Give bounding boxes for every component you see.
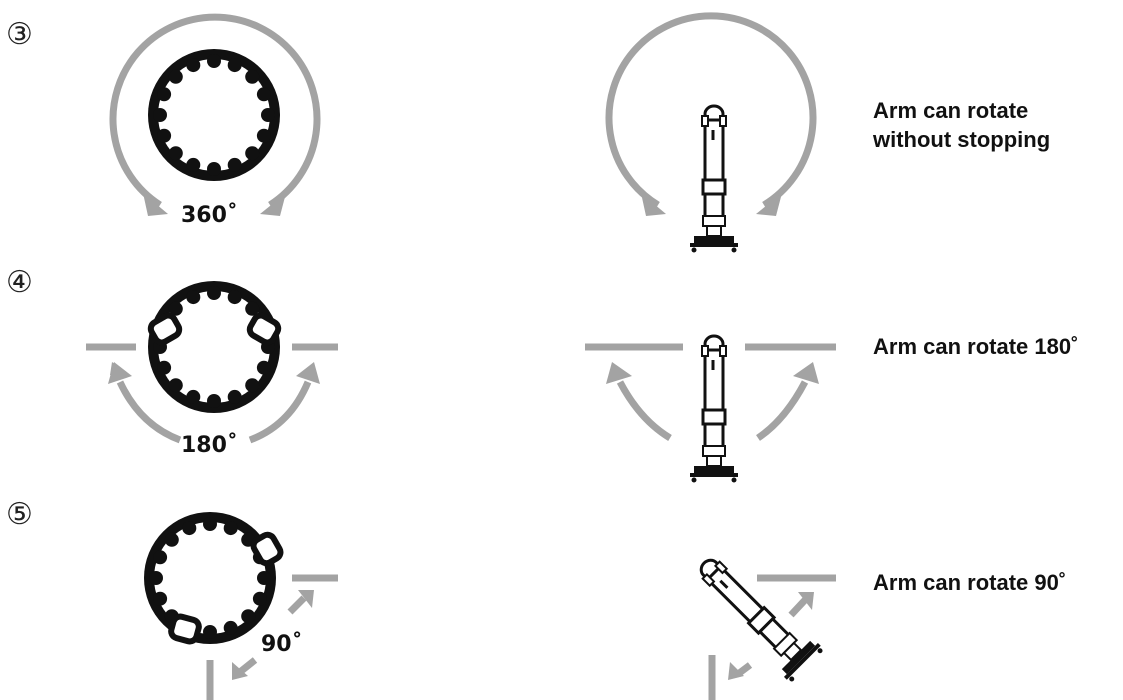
ring-90 bbox=[144, 512, 284, 645]
angle-label-360: 360˚ bbox=[181, 203, 238, 228]
step-marker-5: ⑤ bbox=[6, 497, 33, 532]
arrow-arc-360-arm bbox=[605, 12, 817, 208]
lamp-arm-upright bbox=[688, 104, 740, 254]
step-marker-3: ③ bbox=[6, 17, 33, 52]
lamp-arm-180 bbox=[688, 334, 740, 484]
lamp-arm-tilted bbox=[685, 544, 827, 686]
description-360: Arm can rotate without stopping bbox=[873, 98, 1051, 152]
ring-180 bbox=[147, 281, 282, 413]
description-180: Arm can rotate 180˚ bbox=[873, 334, 1079, 359]
angle-label-180: 180˚ bbox=[181, 433, 238, 458]
arrow-arc-360 bbox=[109, 13, 321, 208]
ring-360 bbox=[148, 49, 280, 181]
angle-label-90: 90˚ bbox=[261, 632, 303, 657]
arrowhead-left bbox=[143, 193, 168, 216]
description-90: Arm can rotate 90˚ bbox=[873, 570, 1067, 595]
step-marker-4: ④ bbox=[6, 265, 33, 300]
arrowhead-right bbox=[260, 193, 286, 216]
